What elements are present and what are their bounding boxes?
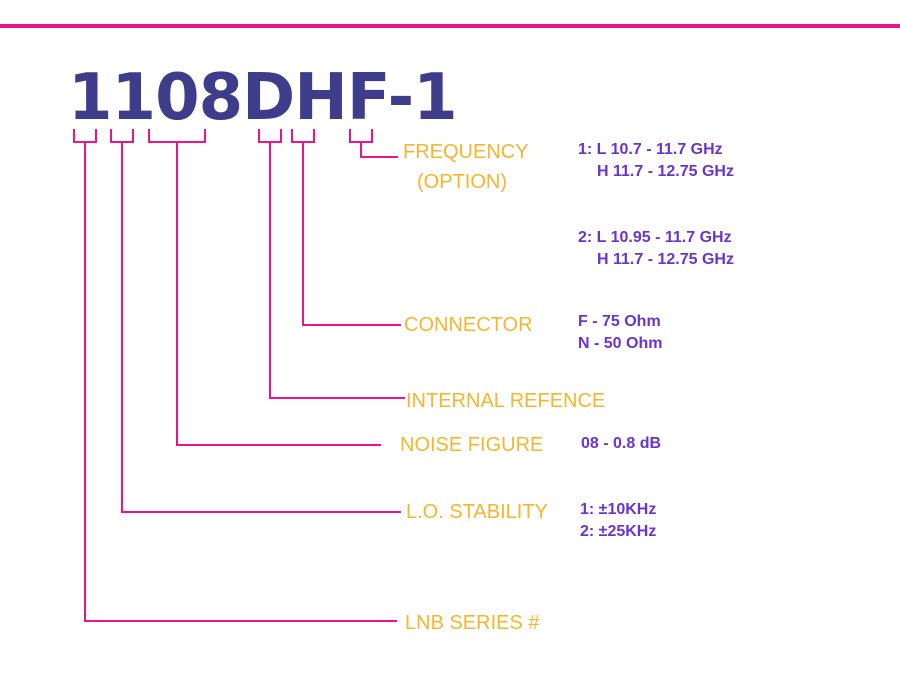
bracket-noise-figure [148, 129, 206, 143]
leader-noise-figure [176, 141, 381, 446]
leader-internal-reference [269, 141, 405, 399]
label-frequency-option: (OPTION) [417, 171, 507, 193]
label-connector: CONNECTOR [404, 314, 533, 336]
leader-lnb-series [84, 141, 397, 622]
frequency-option1-line2: H 11.7 - 12.75 GHz [597, 163, 734, 180]
label-lo-stability: L.O. STABILITY [406, 501, 548, 523]
lo-stability-option1: 1: ±10KHz [580, 501, 657, 518]
label-frequency: FREQUENCY [403, 141, 529, 163]
connector-f: F - 75 Ohm [578, 313, 661, 330]
frequency-option2-line1: 2: L 10.95 - 11.7 GHz [578, 229, 732, 246]
lo-stability-option2: 2: ±25KHz [580, 523, 657, 540]
leader-frequency [360, 141, 398, 158]
top-accent-bar [0, 24, 900, 28]
bracket-frequency [349, 129, 373, 143]
part-number-title: 1108DHF-1 [68, 61, 458, 135]
label-noise-figure: NOISE FIGURE [400, 434, 544, 456]
connector-n: N - 50 Ohm [578, 335, 663, 352]
bracket-connector [291, 129, 315, 143]
bracket-internal-reference [258, 129, 282, 143]
label-lnb-series: LNB SERIES # [405, 612, 540, 634]
bracket-lnb-series [73, 129, 97, 143]
noise-figure-value: 08 - 0.8 dB [581, 435, 662, 452]
label-internal-reference: INTERNAL REFENCE [406, 390, 606, 412]
frequency-option2-line2: H 11.7 - 12.75 GHz [597, 251, 734, 268]
leader-connector [302, 141, 401, 326]
leader-lo-stability [121, 141, 401, 513]
bracket-lo-stability [110, 129, 134, 143]
frequency-option1-line1: 1: L 10.7 - 11.7 GHz [578, 141, 723, 158]
